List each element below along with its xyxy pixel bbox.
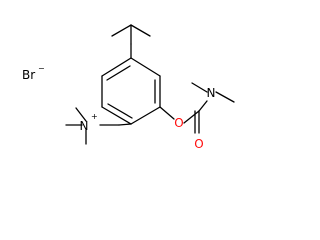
n-methyl-bond-up <box>75 107 87 122</box>
carbamate-group: O O N <box>159 82 235 151</box>
carbonyl-n-bond <box>198 100 208 112</box>
carbonyl-oxygen-label: O <box>194 137 203 151</box>
benzene-ring <box>101 57 161 125</box>
tert-butyl-group <box>111 24 151 59</box>
ring-bond-6 <box>101 57 132 77</box>
ring-bond-3 <box>130 106 161 125</box>
amide-n-methyl-left <box>191 82 208 93</box>
amide-nitrogen-label: N <box>207 86 216 100</box>
structure-canvas: N + O O N Br − <box>22 24 235 151</box>
ammonium-nitrogen-label: N <box>80 119 89 133</box>
amide-n-methyl-right <box>215 91 235 103</box>
ammonium-charge-label: + <box>91 112 98 121</box>
bromide-counterion: Br − <box>22 64 45 82</box>
tbu-bond-right <box>130 24 151 37</box>
ring-double-bond-c <box>106 65 131 81</box>
bromide-charge: − <box>38 64 45 73</box>
tbu-bond-left <box>111 24 132 37</box>
aryl-o-bond <box>159 106 175 120</box>
carbamate-oxygen-label: O <box>174 116 183 130</box>
ring-bond-1 <box>130 57 161 77</box>
ring-double-bond-b <box>107 103 133 119</box>
benzyl-ammonium-group: N + <box>65 107 132 145</box>
bromide-symbol: Br <box>22 68 35 82</box>
ch2-bond-1 <box>118 123 132 126</box>
o-carbonyl-bond <box>183 110 200 124</box>
chemical-structure: N + O O N Br − <box>22 24 235 151</box>
ring-bond-4 <box>101 106 132 125</box>
